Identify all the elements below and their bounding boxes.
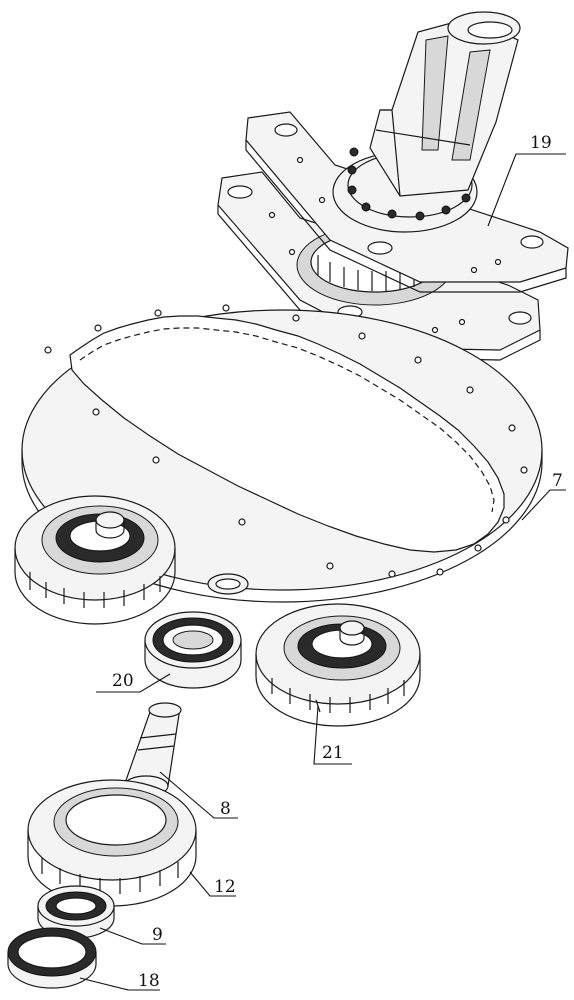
shaft-assembly [217, 11, 569, 361]
label-shaft-assembly: 19 [530, 133, 552, 153]
ring-gear-teeth [69, 315, 505, 553]
ring-gear-holes [44, 304, 528, 578]
label-planet-gear-right: 21 [322, 743, 344, 763]
label-bearing-left: 20 [112, 671, 134, 691]
label-ring-seal: 18 [138, 971, 160, 991]
ring-seal [7, 927, 97, 989]
label-ring-gear: 7 [552, 471, 563, 491]
pin-shaft [123, 702, 182, 797]
planet-gear-right [255, 603, 421, 727]
label-pin-shaft: 8 [220, 799, 231, 819]
bearing-left [144, 611, 242, 689]
label-large-gear: 12 [214, 877, 236, 897]
label-bearing-small: 9 [152, 925, 163, 945]
planet-gear-left [14, 495, 176, 625]
small-washer [207, 573, 249, 595]
large-gear [27, 779, 197, 907]
leader-lines [79, 153, 566, 991]
